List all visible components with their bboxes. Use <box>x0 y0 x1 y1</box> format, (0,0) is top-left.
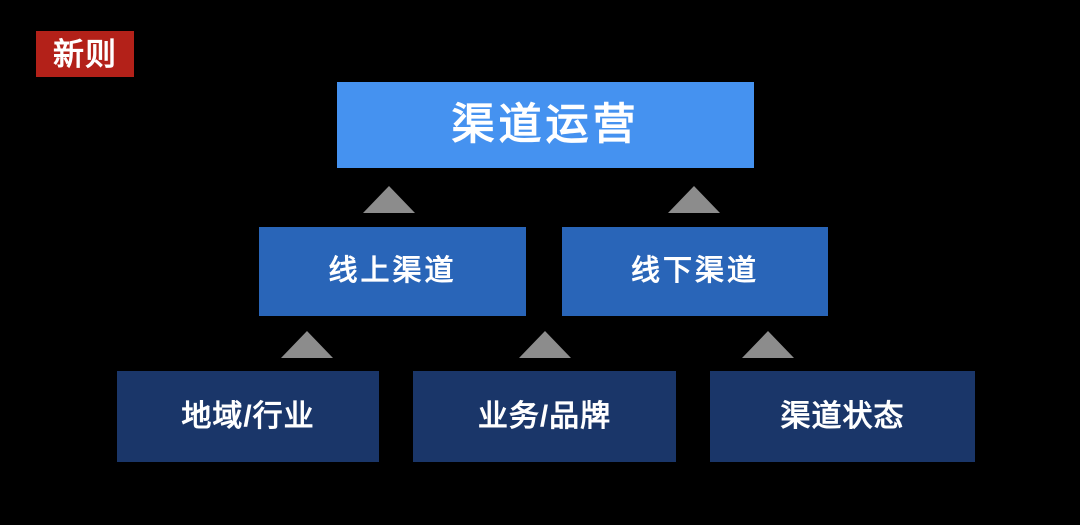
brand-logo-text: 新则 <box>53 36 117 72</box>
arrow-up-icon-business-to-online <box>519 331 571 358</box>
node-channel-status[interactable]: 渠道状态 <box>710 371 975 462</box>
node-label: 渠道状态 <box>780 399 905 433</box>
node-offline-channel[interactable]: 线下渠道 <box>562 227 828 316</box>
arrow-up-icon-offline-to-root <box>668 186 720 213</box>
arrow-up-icon-online-to-root <box>363 186 415 213</box>
node-label: 渠道运营 <box>451 100 640 149</box>
node-region-industry[interactable]: 地域/行业 <box>117 371 379 462</box>
brand-logo: 新则 <box>36 31 134 77</box>
node-business-brand[interactable]: 业务/品牌 <box>413 371 676 462</box>
arrow-up-icon-status-to-offline <box>742 331 794 358</box>
node-label: 线下渠道 <box>630 255 759 287</box>
node-label: 线上渠道 <box>328 255 457 287</box>
node-label: 地域/行业 <box>181 399 315 433</box>
node-online-channel[interactable]: 线上渠道 <box>259 227 526 316</box>
node-label: 业务/品牌 <box>477 399 612 433</box>
node-channel-operations[interactable]: 渠道运营 <box>337 82 754 168</box>
arrow-up-icon-region-to-online <box>281 331 333 358</box>
